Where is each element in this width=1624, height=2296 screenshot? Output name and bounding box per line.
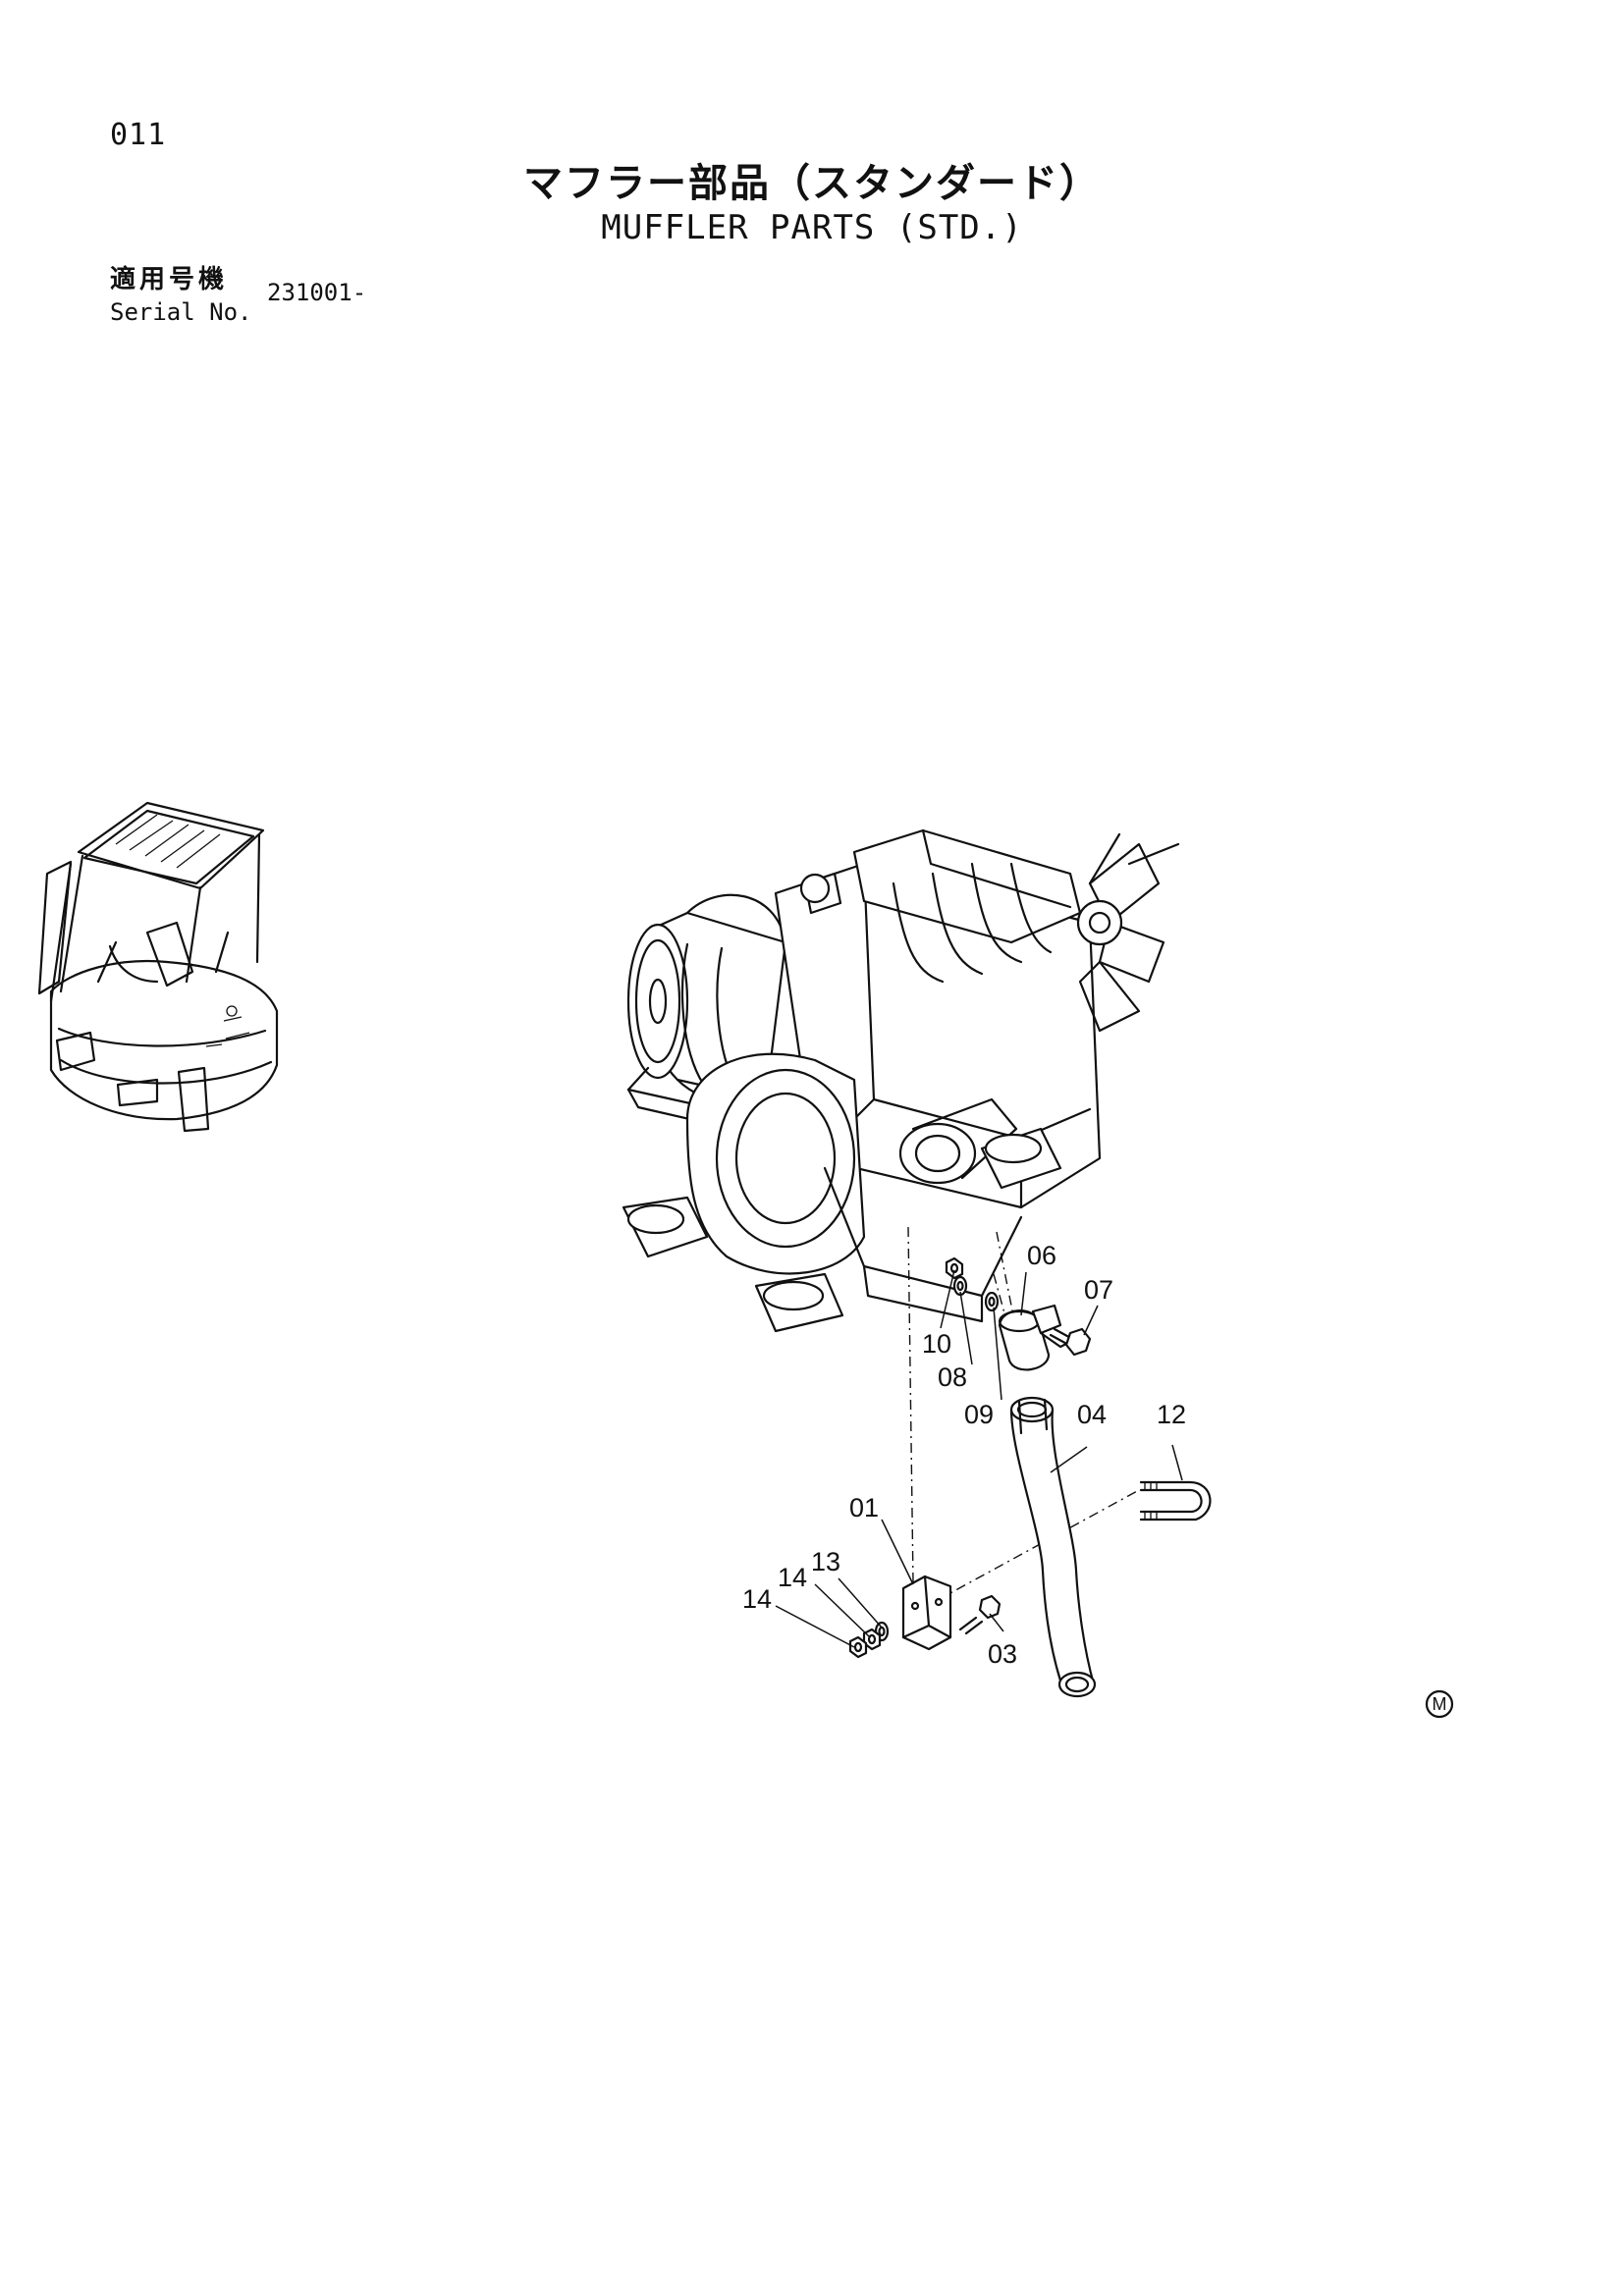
- nut-10: [945, 1256, 964, 1280]
- nut-14-outer: [848, 1635, 868, 1659]
- washer-09: [984, 1291, 1000, 1312]
- excavator-thumbnail: [37, 801, 279, 1133]
- u-bolt-12: [1139, 1480, 1212, 1522]
- tail-pipe-04: [1009, 1396, 1097, 1698]
- callout-08: 08: [938, 1362, 967, 1392]
- callout-14-lower: 14: [742, 1584, 772, 1614]
- callout-04: 04: [1077, 1400, 1107, 1429]
- callout-13: 13: [811, 1547, 840, 1576]
- page-title-english: MUFFLER PARTS (STD.): [601, 208, 1023, 247]
- bracket-01: [901, 1575, 952, 1651]
- callout-01: 01: [849, 1493, 879, 1522]
- engine-assembly: [622, 828, 1180, 1333]
- serial-label-english: Serial No.: [110, 298, 252, 326]
- clamp-06: [998, 1304, 1074, 1371]
- bolt-08: [952, 1275, 968, 1297]
- bolt-07: [1049, 1327, 1092, 1357]
- bolt-03: [958, 1594, 1001, 1635]
- circled-m-mark: M: [1425, 1689, 1454, 1719]
- callout-09: 09: [964, 1400, 994, 1429]
- callout-03: 03: [988, 1639, 1017, 1669]
- muffler-parts: 06 07 10 08 09 04 12 01 13 14 14 03: [742, 1226, 1212, 1698]
- page-title-japanese: マフラー部品（スタンダード）: [523, 161, 1101, 206]
- corner-mark-letter: M: [1433, 1694, 1447, 1714]
- callout-14-upper: 14: [778, 1563, 807, 1592]
- callout-06: 06: [1027, 1241, 1056, 1270]
- callout-10: 10: [922, 1329, 951, 1359]
- callout-07: 07: [1084, 1275, 1113, 1305]
- callout-12: 12: [1157, 1400, 1186, 1429]
- serial-label-japanese: 適用号機: [110, 265, 229, 294]
- serial-number-value: 231001-: [267, 279, 367, 306]
- page-number: 011: [110, 118, 167, 152]
